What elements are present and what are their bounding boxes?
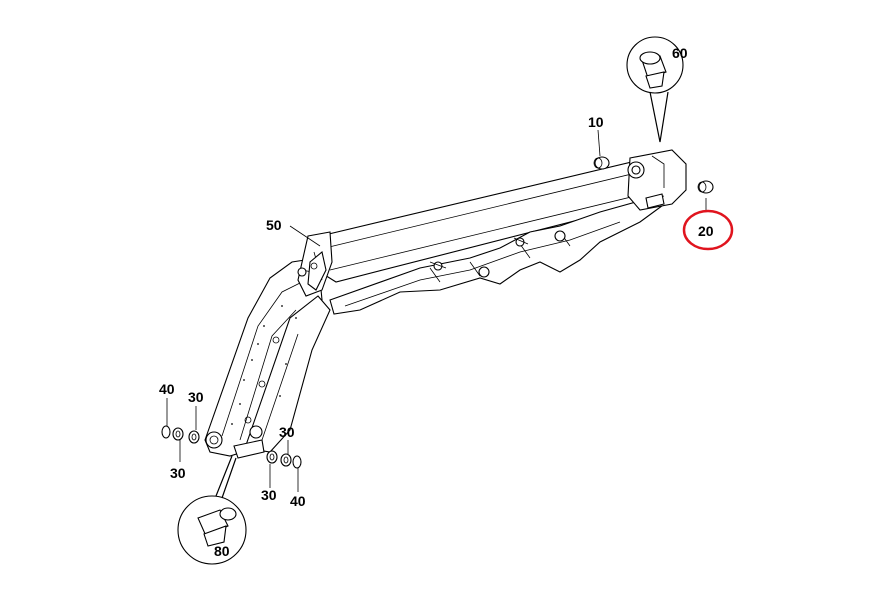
callout-label-10: 10	[588, 114, 604, 130]
callout-label-50: 50	[266, 217, 282, 233]
callout-label-30-top-left: 30	[188, 389, 204, 405]
washers-right	[266, 450, 302, 469]
highlight-ring	[682, 209, 734, 251]
bushing-10	[593, 156, 610, 170]
leader-lines	[166, 129, 707, 492]
lever-50	[307, 250, 327, 291]
detail-circle-80	[177, 455, 247, 565]
boom-assembly	[204, 149, 687, 459]
callout-label-20: 20	[698, 223, 714, 239]
callout-label-30-top-right: 30	[279, 424, 295, 440]
bushing-20	[697, 180, 714, 194]
callout-label-30-bottom-right: 30	[261, 487, 277, 503]
callout-label-40-right: 40	[290, 493, 306, 509]
detail-circle-60	[626, 36, 684, 143]
callout-label-40-left: 40	[159, 381, 175, 397]
callout-label-30-bottom-left: 30	[170, 465, 186, 481]
callout-label-80: 80	[214, 543, 230, 559]
washers-left	[161, 425, 200, 444]
callout-label-60: 60	[672, 45, 688, 61]
